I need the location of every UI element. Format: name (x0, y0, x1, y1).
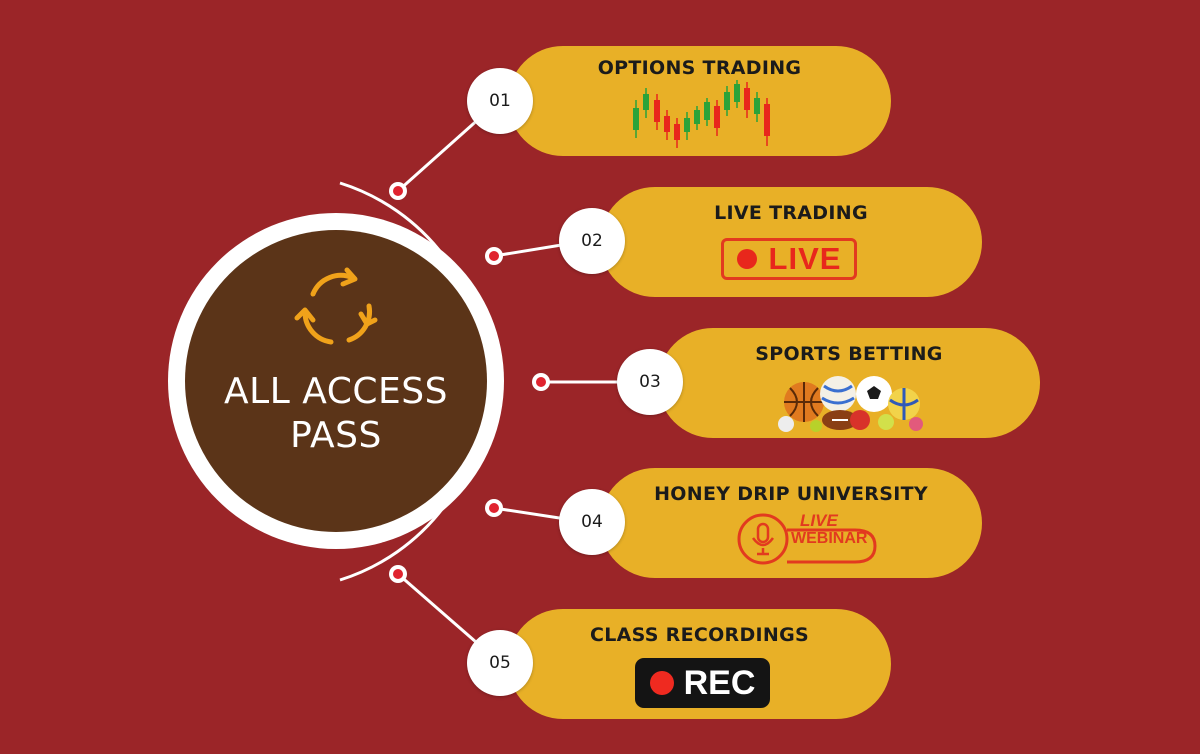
webinar-word-text: WEBINAR (791, 530, 868, 547)
item-title: SPORTS BETTING (755, 343, 943, 365)
cycle-arrows-icon (294, 267, 378, 345)
item-pill-live-trading: LIVE TRADING LIVE (600, 187, 982, 297)
item-title: CLASS RECORDINGS (589, 624, 810, 646)
microphone-icon (737, 513, 877, 565)
webinar-live-text: LIVE (800, 511, 838, 530)
rec-dot-icon (649, 671, 674, 695)
hub-title: ALL ACCESS PASS (224, 371, 448, 456)
item-pill-honey-drip-university: HONEY DRIP UNIVERSITY LIVE WEBINAR (600, 468, 982, 578)
item-title: LIVE TRADING (714, 202, 868, 224)
candlestick-chart-icon (633, 80, 770, 148)
live-dot-icon (736, 249, 757, 269)
item-number-04: 04 (559, 489, 625, 555)
item-number-02: 02 (559, 208, 625, 274)
sports-balls-icon (778, 376, 923, 432)
item-number-01: 01 (467, 68, 533, 134)
live-badge-text: LIVE (768, 241, 842, 276)
connector-dots (389, 182, 550, 583)
live-badge-icon: LIVE (721, 238, 857, 280)
item-title: HONEY DRIP UNIVERSITY (654, 483, 928, 505)
item-number-05: 05 (467, 630, 533, 696)
item-number-03: 03 (617, 349, 683, 415)
item-title: OPTIONS TRADING (597, 57, 802, 79)
item-pill-class-recordings: CLASS RECORDINGS REC (508, 609, 891, 719)
item-pill-sports-betting: SPORTS BETTING (658, 328, 1040, 438)
rec-badge-icon: REC (635, 658, 770, 708)
item-pill-options-trading: OPTIONS TRADING (508, 46, 891, 156)
hub-circle (185, 230, 487, 532)
rec-badge-text: REC (683, 663, 756, 702)
